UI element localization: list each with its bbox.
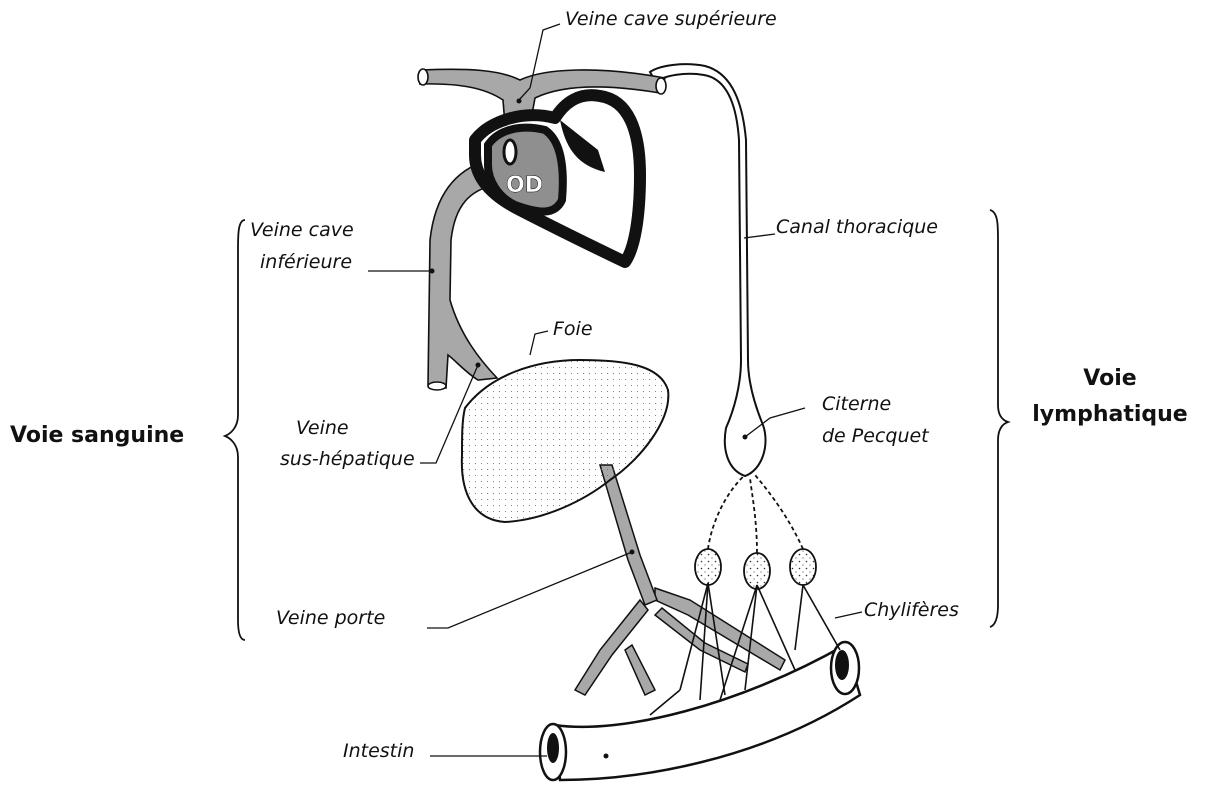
lymph-nodes (695, 549, 816, 589)
brace-voie-lymphatique (990, 210, 1008, 627)
brace-voie-sanguine (225, 220, 245, 640)
canal-thoracique (650, 64, 766, 476)
label-foie: Foie (553, 318, 593, 340)
intestin (540, 642, 860, 780)
od-label: OD (506, 173, 543, 198)
heart: OD (475, 95, 640, 262)
chyliferes-upper (708, 475, 803, 553)
group-voie-lymphatique-1: Voie (1020, 365, 1200, 393)
foie (462, 360, 669, 522)
label-citerne-2: de Pecquet (822, 425, 929, 447)
group-voie-lymphatique-2: lymphatique (1020, 401, 1200, 429)
label-veine-sus-hepatique-1: Veine (296, 417, 349, 439)
label-chyliferes: Chylifères (864, 599, 959, 621)
label-canal-thoracique: Canal thoracique (776, 216, 938, 238)
label-veine-cave-superieure: Veine cave supérieure (565, 8, 777, 30)
group-voie-sanguine: Voie sanguine (10, 422, 184, 450)
veine-porte-branches (575, 588, 785, 695)
label-citerne-1: Citerne (822, 393, 891, 415)
veine-porte (600, 465, 657, 605)
label-veine-cave-inferieure-2: inférieure (260, 251, 352, 273)
label-intestin: Intestin (343, 740, 414, 762)
label-veine-cave-inferieure-1: Veine cave (250, 219, 354, 241)
label-veine-sus-hepatique-2: sus-hépatique (280, 448, 415, 470)
label-veine-porte: Veine porte (276, 607, 385, 629)
